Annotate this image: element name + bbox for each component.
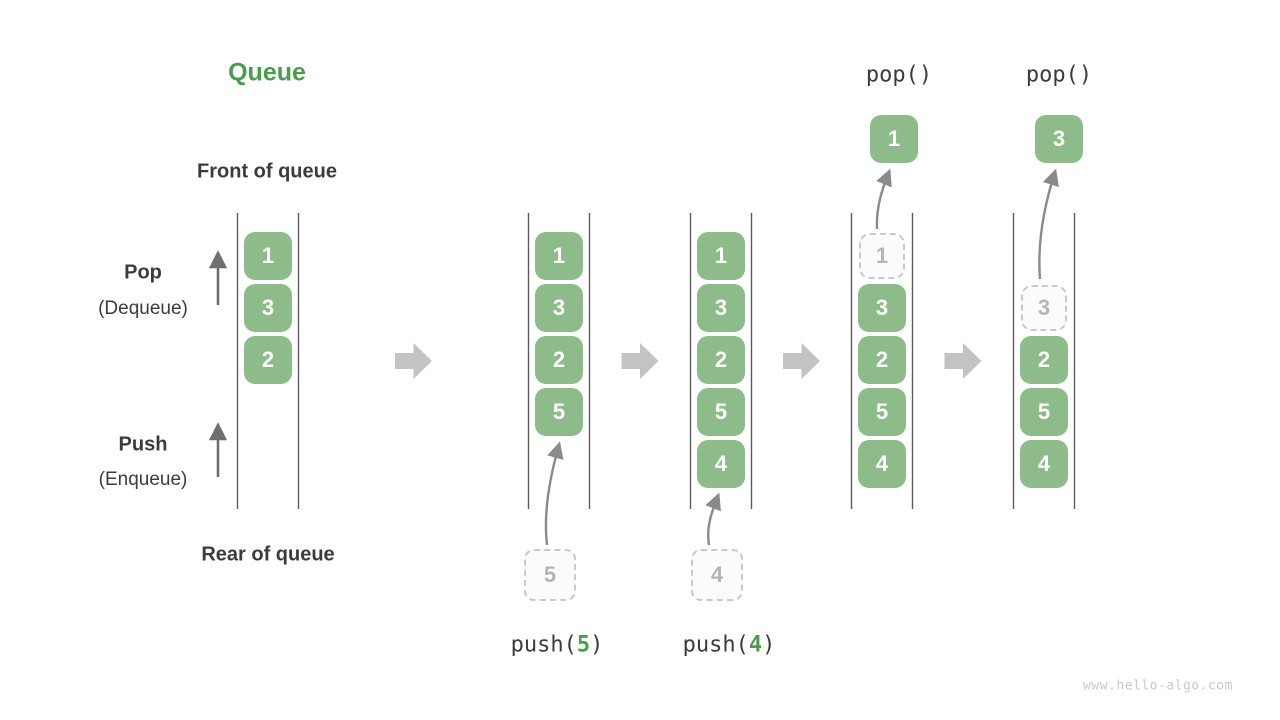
state-transition-arrow-icons <box>395 343 982 379</box>
queue-cell-ghost: 3 <box>1021 285 1067 331</box>
push5-close: ) <box>590 632 604 658</box>
queue-cell: 5 <box>697 388 745 436</box>
queue-cell: 5 <box>535 388 583 436</box>
push4-arrow <box>705 492 721 546</box>
queue-cell: 4 <box>858 440 906 488</box>
pop3-arrow <box>1038 168 1059 280</box>
queue-cell-ghost: 1 <box>859 233 905 279</box>
queue-cell: 3 <box>244 284 292 332</box>
diagram-title: Queue <box>228 58 306 87</box>
popped-cell: 3 <box>1035 115 1083 163</box>
queue-cell: 2 <box>697 336 745 384</box>
queue-cell: 2 <box>244 336 292 384</box>
queue-cell: 1 <box>244 232 292 280</box>
rear-of-queue-label: Rear of queue <box>201 543 335 566</box>
pop-label: Pop <box>124 261 162 284</box>
front-of-queue-label: Front of queue <box>197 160 337 183</box>
push4-close: ) <box>762 632 776 658</box>
push4-fn: push( <box>682 632 749 658</box>
queue-cell: 2 <box>535 336 583 384</box>
queue-cell: 4 <box>1020 440 1068 488</box>
watermark: www.hello-algo.com <box>1083 678 1233 694</box>
popped-cell: 1 <box>870 115 918 163</box>
push-label: Push <box>118 433 168 456</box>
queue-cell: 1 <box>535 232 583 280</box>
push5-op-label: push(5) <box>511 633 604 658</box>
dequeue-label: (Dequeue) <box>98 298 188 319</box>
push4-op-label: push(4) <box>683 633 776 658</box>
push5-arg: 5 <box>576 632 591 658</box>
pending-push-cell: 5 <box>524 549 576 601</box>
push5-fn: push( <box>510 632 577 658</box>
queue-cell: 4 <box>697 440 745 488</box>
pop2-op-label: pop() <box>1025 62 1093 88</box>
pop1-op-label: pop() <box>865 62 933 88</box>
queue-cell: 3 <box>535 284 583 332</box>
push4-arg: 4 <box>748 632 763 658</box>
queue-rails <box>236 213 1076 509</box>
queue-cell: 5 <box>1020 388 1068 436</box>
pop1-arrow <box>875 168 892 230</box>
queue-cell: 3 <box>858 284 906 332</box>
queue-cell: 5 <box>858 388 906 436</box>
enqueue-label: (Enqueue) <box>98 469 188 490</box>
push5-arrow <box>544 441 564 546</box>
queue-cell: 1 <box>697 232 745 280</box>
queue-cell: 3 <box>697 284 745 332</box>
queue-cell: 2 <box>858 336 906 384</box>
queue-cell: 2 <box>1020 336 1068 384</box>
pending-push-cell: 4 <box>691 549 743 601</box>
